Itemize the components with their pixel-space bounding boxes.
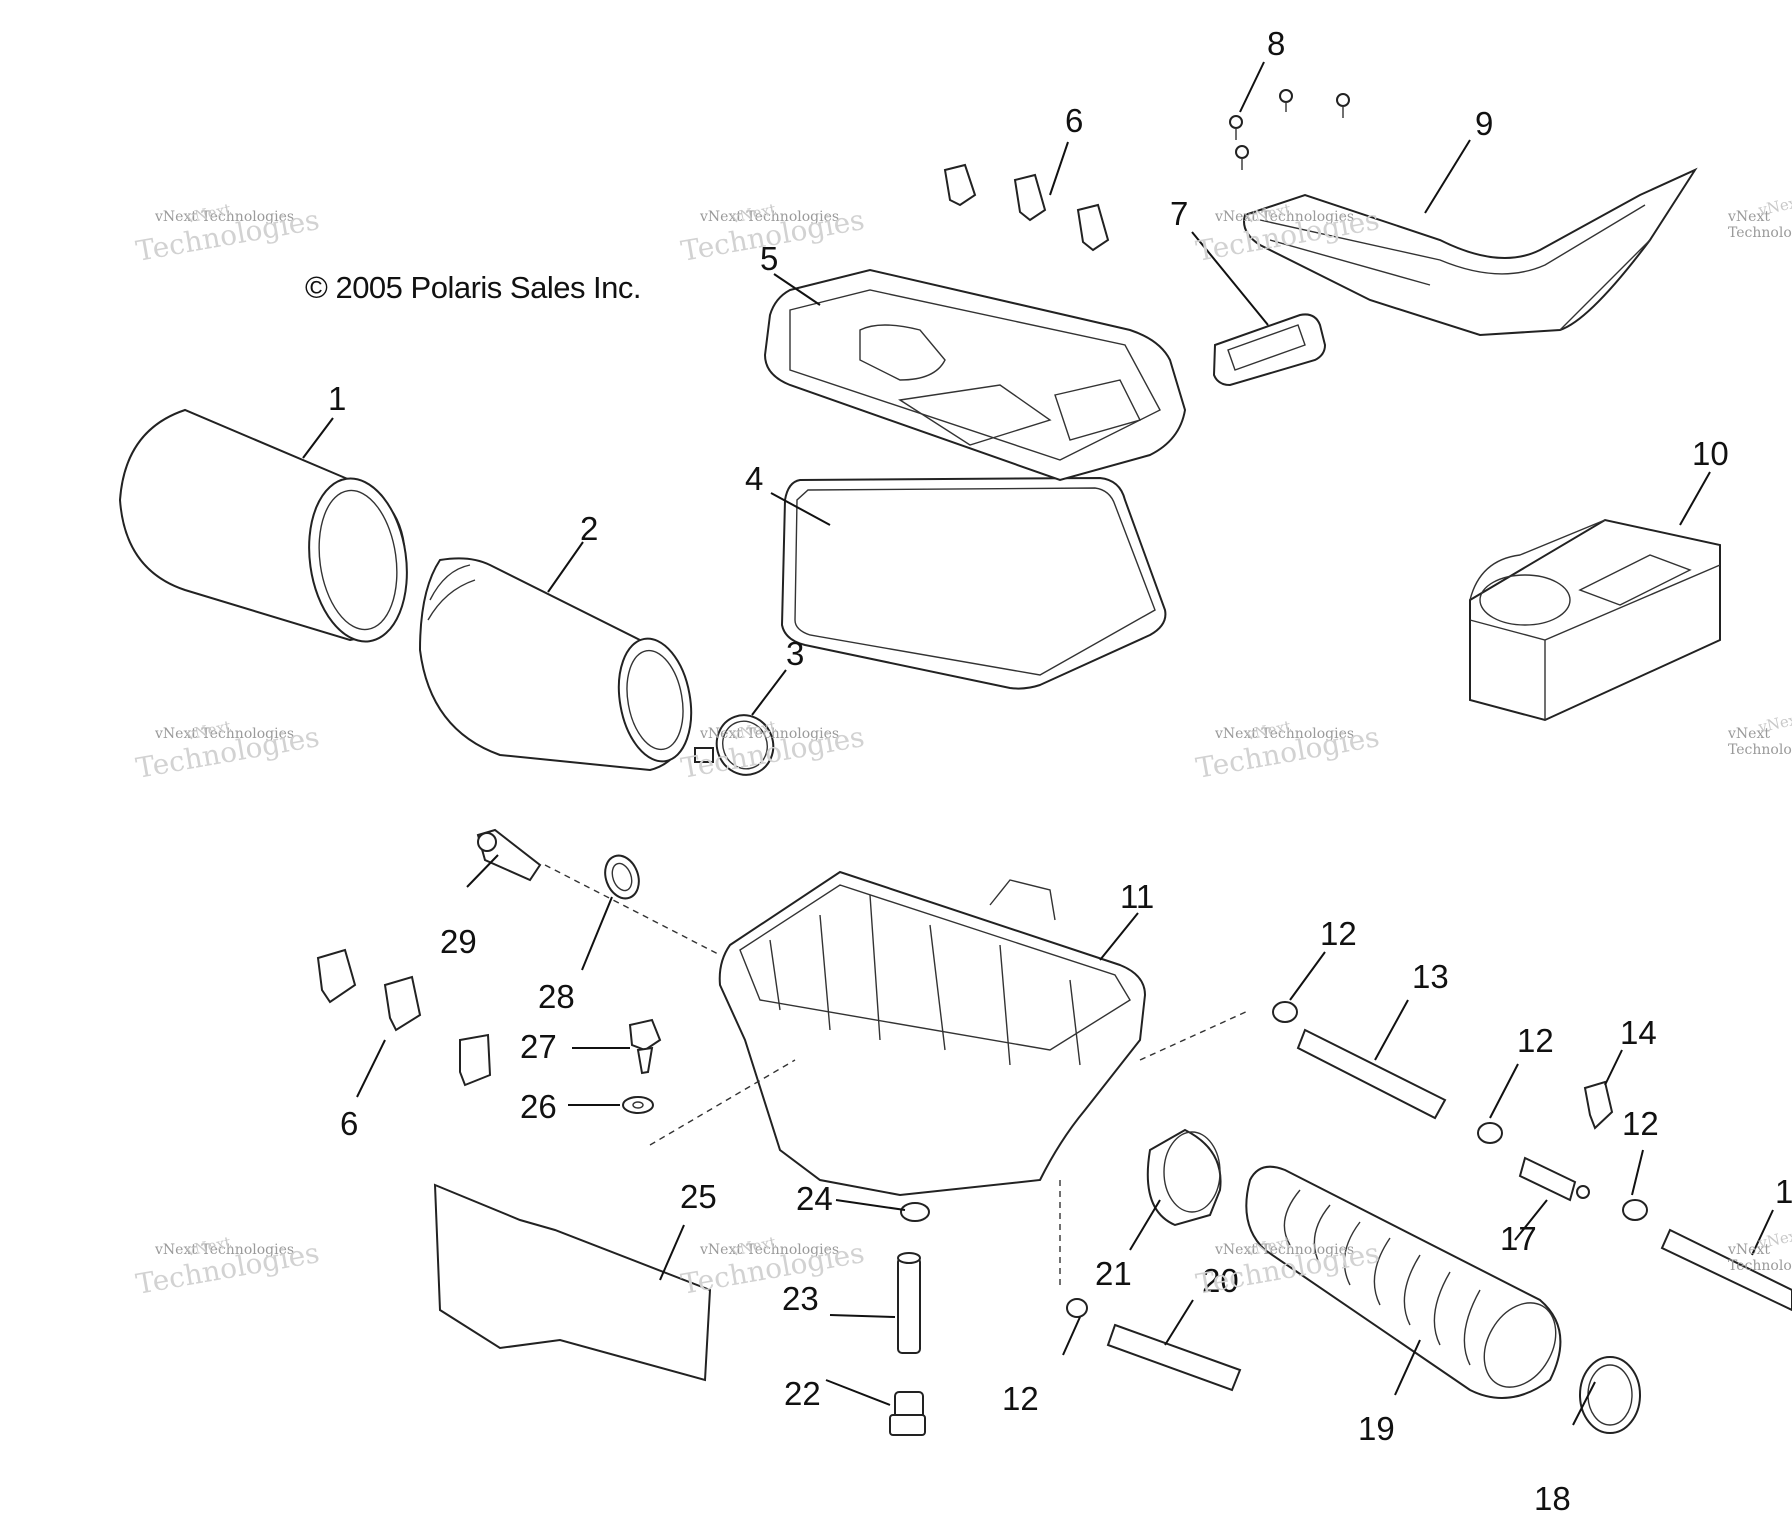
part-12-clamps [1066,1001,1648,1318]
copyright-notice: © 2005 Polaris Sales Inc. [305,270,642,305]
part-4-gasket [780,476,1167,690]
callout-9: 9 [1475,105,1493,142]
callout-5: 5 [760,240,778,277]
assembly-lines [544,864,1251,1290]
callout-25: 25 [680,1178,717,1215]
callout-numbers: 1 2 3 4 5 6 7 8 9 10 11 12 13 12 14 12 1… [328,25,1792,1517]
part-14-bracket [1583,1080,1614,1130]
callout-12-a: 12 [1320,915,1357,952]
callout-19: 19 [1358,1410,1395,1447]
callout-28: 28 [538,978,575,1015]
callout-8: 8 [1267,25,1285,62]
callout-11: 11 [1120,878,1154,915]
callout-24: 24 [796,1180,833,1217]
part-23-tube [897,1252,921,1354]
callout-26: 26 [520,1088,557,1125]
callout-6-top: 6 [1065,102,1083,139]
part-13b-tube [1660,1228,1792,1312]
callout-18: 18 [1534,1480,1571,1517]
callout-12-c: 12 [1622,1105,1659,1142]
callout-23: 23 [782,1280,819,1317]
callout-20: 20 [1202,1262,1239,1299]
part-3-clamp [694,714,775,776]
part-9-intake-duct [1243,167,1698,337]
part-17-fitting [1518,1156,1590,1202]
part-2-filter-element [418,557,693,772]
callout-12-d: 12 [1002,1380,1039,1417]
part-19-bellows-hose [1245,1165,1562,1399]
part-5-airbox-cover [763,268,1187,482]
part-6-clips-left [316,948,492,1087]
part-1-prefilter [118,408,408,643]
part-21-coupler [1146,1128,1222,1227]
leader-lines [302,61,1774,1426]
callout-6-left: 6 [340,1105,358,1142]
callout-27: 27 [520,1028,557,1065]
callout-12-b: 12 [1517,1022,1554,1059]
part-6-clips-top [943,163,1110,252]
part-8-screws [1229,89,1350,170]
part-29-valve [476,828,542,882]
callout-13: 13 [1412,958,1449,995]
callout-22: 22 [784,1375,821,1412]
callout-13-partial: 1 [1775,1173,1792,1210]
callout-14: 14 [1620,1014,1657,1051]
part-24-clamp [900,1202,930,1222]
part-7-duct-gasket [1212,313,1327,387]
part-25-panel [433,1183,712,1382]
part-20-tube [1106,1323,1242,1392]
callout-1: 1 [328,380,346,417]
callout-7: 7 [1170,195,1188,232]
callout-4: 4 [745,460,763,497]
part-28-grommet [604,854,640,900]
part-27-bolt [628,1018,662,1075]
callout-17: 17 [1500,1220,1537,1257]
part-10-box [1469,518,1721,722]
callout-29: 29 [440,923,477,960]
part-13-tube [1296,1028,1447,1120]
callout-2: 2 [580,510,598,547]
part-11-airbox-base [718,870,1147,1197]
callout-21: 21 [1095,1255,1132,1292]
part-22-drain-valve [889,1391,926,1436]
callout-10: 10 [1692,435,1729,472]
part-26-washer [622,1096,654,1114]
callout-3: 3 [786,635,804,672]
